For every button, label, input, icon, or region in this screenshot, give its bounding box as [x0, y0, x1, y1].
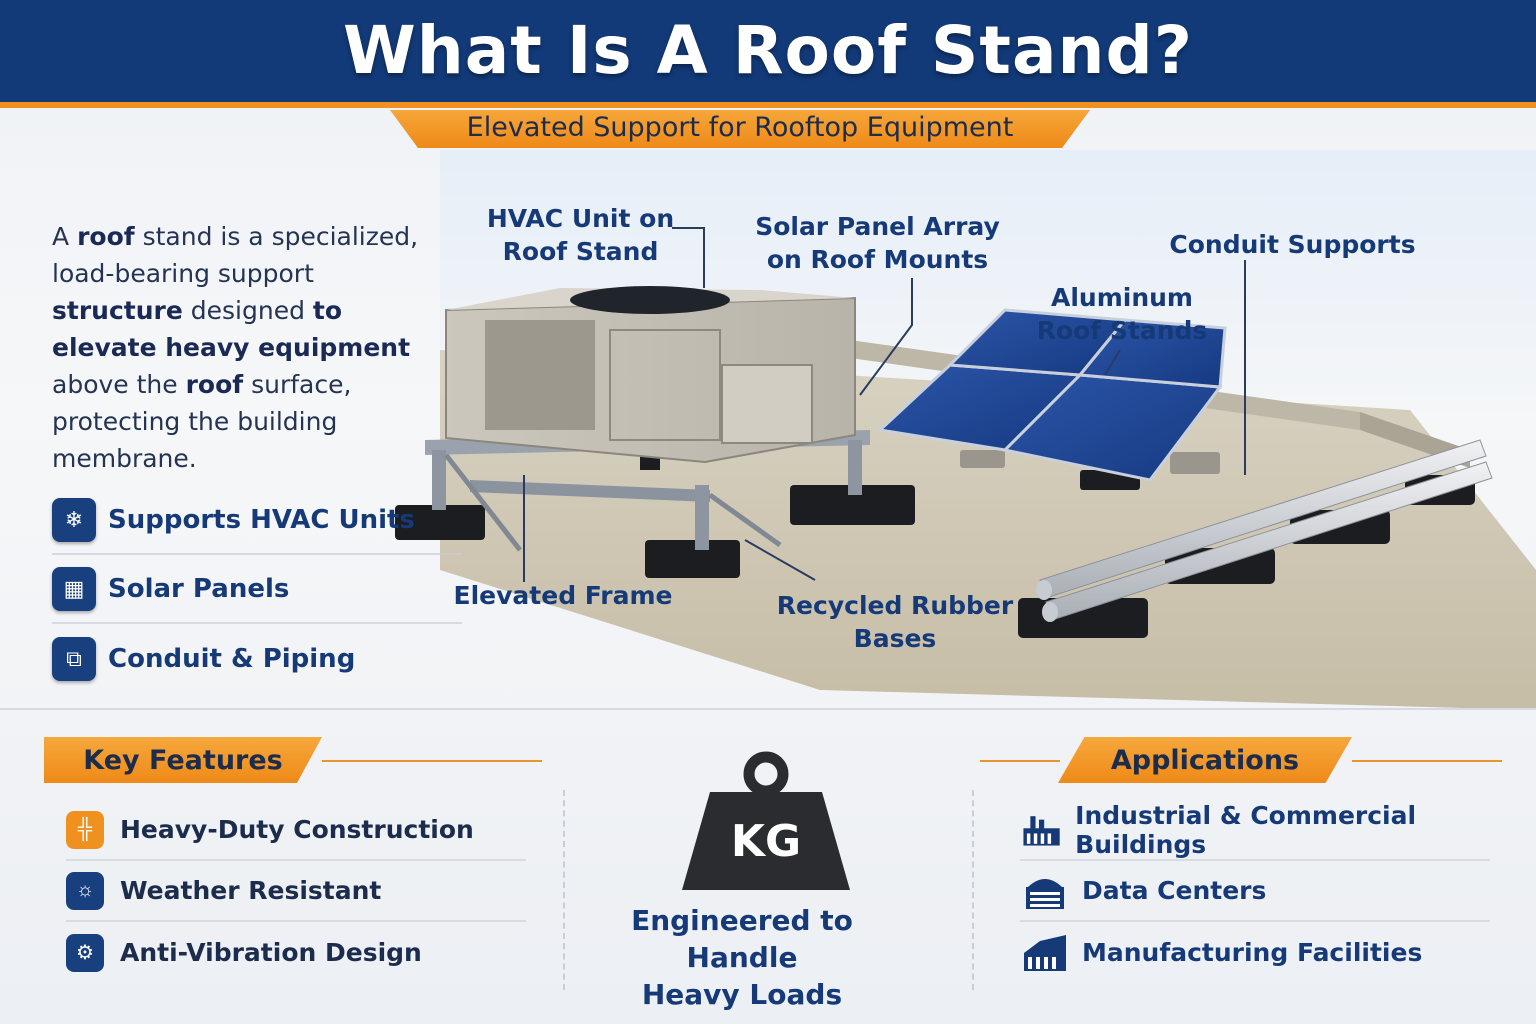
- heading-rule-right-b: [1352, 760, 1502, 762]
- intro-bold-1: roof: [77, 222, 135, 251]
- intro-text-3: designed: [182, 296, 313, 325]
- list-item-label: Anti-Vibration Design: [120, 938, 422, 967]
- list-item-label: Conduit & Piping: [108, 643, 356, 674]
- manufacturing-icon: [1024, 934, 1066, 971]
- column-separator-left: [563, 790, 565, 990]
- intro-bold-3: to elevate heavy equipment: [52, 296, 411, 362]
- weight-caption-line1: Engineered to Handle: [631, 904, 853, 974]
- intro-bold-4: roof: [185, 370, 244, 399]
- intro-text-4: above the: [52, 370, 186, 399]
- column-separator-right: [972, 790, 974, 990]
- weather-icon: ☼: [66, 871, 104, 910]
- list-item: ╬ Heavy-Duty Construction: [66, 800, 526, 861]
- callout-solar: Solar Panel Array on Roof Mounts: [750, 210, 1005, 276]
- list-item: ▦ Solar Panels: [52, 555, 462, 624]
- list-item: ☼ Weather Resistant: [66, 861, 526, 922]
- weight-label: KG: [731, 816, 801, 867]
- callout-hvac: HVAC Unit on Roof Stand: [478, 202, 683, 268]
- weight-icon: KG: [682, 751, 850, 890]
- weight-caption: Engineered to Handle Heavy Loads: [580, 902, 904, 1013]
- list-item-label: Supports HVAC Units: [108, 504, 415, 535]
- intro-paragraph: A roof stand is a specialized, load-bear…: [52, 218, 452, 477]
- list-item: ⚙ Anti-Vibration Design: [66, 922, 526, 983]
- applications-list: Industrial & Commercial Buildings Data C…: [1020, 800, 1490, 983]
- datacenter-icon: [1026, 878, 1064, 909]
- hvac-icon: ❄: [52, 497, 96, 542]
- grid-icon: ╬: [66, 810, 104, 849]
- callout-solar-line2: on Roof Mounts: [766, 245, 989, 274]
- piping-icon: ⧉: [52, 636, 96, 681]
- heading-rule-right-a: [980, 760, 1060, 762]
- callout-conduit: Conduit Supports: [1169, 230, 1416, 259]
- intro-text-1: A: [52, 222, 78, 251]
- intro-text-5: surface, protecting the building membran…: [52, 370, 352, 473]
- callout-hvac-line1: HVAC Unit on: [486, 204, 675, 233]
- list-item-label: Industrial & Commercial Buildings: [1075, 800, 1417, 859]
- applications-heading: Applications: [1058, 737, 1352, 783]
- conduit-run: [1018, 439, 1493, 638]
- factory-icon: [1023, 815, 1060, 846]
- callout-leaders: [523, 227, 1246, 582]
- list-item: ❄ Supports HVAC Units: [52, 486, 462, 555]
- solar-array: [876, 308, 1227, 490]
- list-item-label: Weather Resistant: [120, 876, 382, 905]
- callout-rubber: Recycled Rubber Bases: [770, 589, 1020, 655]
- features-list: ╬ Heavy-Duty Construction ☼ Weather Resi…: [66, 800, 526, 983]
- list-item: ⧉ Conduit & Piping: [52, 624, 462, 693]
- list-item-label: Data Centers: [1082, 876, 1267, 905]
- callout-aluminum-line1: Aluminum: [1051, 283, 1193, 312]
- list-item-label: Solar Panels: [108, 573, 290, 604]
- callout-aluminum-line2: Roof Stands: [1036, 316, 1208, 345]
- intro-text-2: stand is a specialized, load-bearing sup…: [52, 222, 419, 288]
- weight-caption-line2: Heavy Loads: [641, 978, 843, 1011]
- callout-rubber-line1: Recycled Rubber: [776, 591, 1014, 620]
- subtitle-ribbon: [390, 110, 1090, 148]
- list-item: Industrial & Commercial Buildings: [1020, 800, 1490, 861]
- callout-solar-line1: Solar Panel Array: [755, 212, 1000, 241]
- callout-rubber-line2: Bases: [853, 624, 937, 653]
- page-subtitle: Elevated Support for Rooftop Equipment: [466, 112, 1014, 143]
- page-title: What Is A Roof Stand?: [342, 12, 1194, 89]
- hvac-unit: [395, 286, 915, 578]
- callout-hvac-line2: Roof Stand: [502, 237, 659, 266]
- callout-aluminum: Aluminum Roof Stands: [1022, 281, 1222, 347]
- callout-frame: Elevated Frame: [453, 581, 673, 610]
- list-item-label: Manufacturing Facilities: [1082, 938, 1423, 967]
- gear-icon: ⚙: [66, 933, 104, 972]
- intro-bold-2: structure: [52, 296, 183, 325]
- rooftop-illustration: [395, 150, 1536, 710]
- heading-rule-left: [322, 760, 542, 762]
- list-item-label: Heavy-Duty Construction: [120, 815, 474, 844]
- list-item: Manufacturing Facilities: [1020, 922, 1490, 983]
- uses-list: ❄ Supports HVAC Units ▦ Solar Panels ⧉ C…: [52, 486, 462, 693]
- solar-icon: ▦: [52, 566, 96, 611]
- header-banner: [0, 0, 1536, 108]
- list-item: Data Centers: [1020, 861, 1490, 922]
- key-features-heading: Key Features: [44, 737, 322, 783]
- section-divider: [0, 708, 1536, 710]
